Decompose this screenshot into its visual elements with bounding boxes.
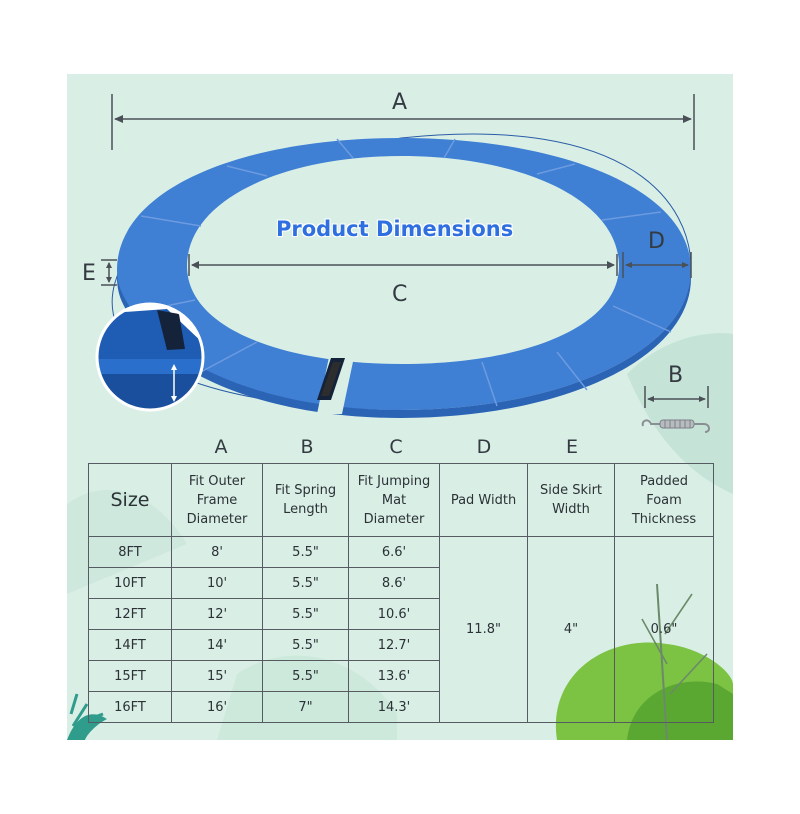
column-letter-a: A: [214, 436, 228, 458]
table-row: 12FT 12' 5.5" 10.6': [88, 598, 714, 630]
cell-size: 8FT: [88, 536, 172, 568]
skirt-detail-zoom: [95, 302, 205, 412]
diagram-title: Product Dimensions: [276, 217, 514, 241]
table-row: 8FT 8' 5.5" 6.6' 11.8" 4" 0.6": [88, 536, 714, 723]
dimension-line-b: [644, 386, 709, 408]
dimension-line-a: [111, 94, 695, 150]
cell-mat: 10.6': [348, 598, 440, 630]
header-size: Size: [88, 463, 172, 537]
cell-pad-width: 11.8": [439, 536, 528, 723]
cell-skirt-width: 4": [527, 536, 615, 723]
cell-spring: 5.5": [262, 598, 349, 630]
table-row: 14FT 14' 5.5" 12.7': [88, 629, 714, 661]
table-row: 10FT 10' 5.5" 8.6': [88, 567, 714, 599]
trampoline-pad-ring: [111, 133, 692, 418]
dimension-label-d: D: [648, 229, 665, 254]
cell-size: 14FT: [88, 629, 172, 661]
cell-spring: 5.5": [262, 536, 349, 568]
cell-mat: 12.7': [348, 629, 440, 661]
cell-spring: 7": [262, 691, 349, 723]
dimension-label-b: B: [668, 363, 684, 388]
dimension-line-e: [101, 259, 117, 286]
dimension-line-c: [188, 254, 618, 276]
cell-outer: 12': [171, 598, 263, 630]
cell-spring: 5.5": [262, 660, 349, 692]
cell-size: 12FT: [88, 598, 172, 630]
cell-size: 10FT: [88, 567, 172, 599]
cell-outer: 10': [171, 567, 263, 599]
cell-outer: 8': [171, 536, 263, 568]
dimension-line-d: [622, 252, 692, 278]
dimension-label-e: E: [82, 261, 96, 286]
column-letter-d: D: [476, 436, 492, 458]
column-letter-b: B: [300, 436, 314, 458]
cell-outer: 15': [171, 660, 263, 692]
cell-foam-thickness: 0.6": [614, 536, 714, 723]
cell-mat: 8.6': [348, 567, 440, 599]
table-row: 15FT 15' 5.5" 13.6': [88, 660, 714, 692]
cell-mat: 14.3': [348, 691, 440, 723]
cell-outer: 16': [171, 691, 263, 723]
spring-icon: [641, 419, 710, 433]
column-letter-c: C: [389, 436, 403, 458]
table-row: 16FT 16' 7" 14.3': [88, 691, 714, 723]
cell-mat: 6.6': [348, 536, 440, 568]
cell-mat: 13.6': [348, 660, 440, 692]
dimension-label-a: A: [392, 90, 408, 115]
dimension-label-c: C: [392, 282, 408, 307]
cell-spring: 5.5": [262, 567, 349, 599]
cell-spring: 5.5": [262, 629, 349, 661]
cell-size: 16FT: [88, 691, 172, 723]
column-letter-e: E: [565, 436, 578, 458]
cell-size: 15FT: [88, 660, 172, 692]
header-pad-width: Pad Width: [439, 463, 528, 537]
cell-outer: 14': [171, 629, 263, 661]
